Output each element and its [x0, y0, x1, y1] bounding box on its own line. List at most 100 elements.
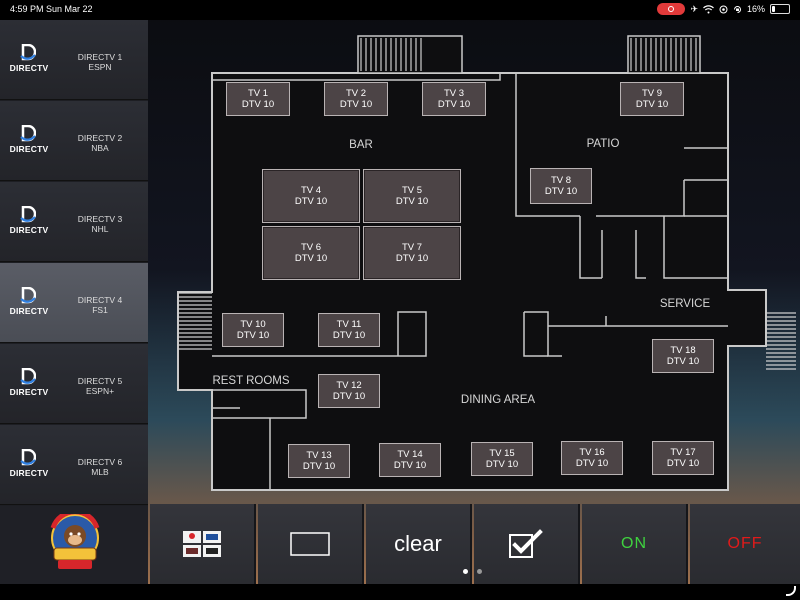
directv-logo: DIRECTV [6, 287, 52, 319]
directv-logo: DIRECTV [6, 206, 52, 238]
interior-walls [212, 73, 728, 490]
directv-logo: DIRECTV [6, 368, 52, 400]
page-indicator[interactable] [463, 569, 482, 574]
screen-record-icon[interactable] [657, 3, 686, 15]
tv-source: DTV 10 [393, 460, 427, 471]
tv-source: DTV 10 [241, 99, 275, 110]
channel-logos-button[interactable] [150, 504, 256, 584]
directv-logo-text: DIRECTV [9, 306, 49, 316]
lock-rotation-icon [733, 5, 741, 13]
status-date: Sun Mar 22 [46, 4, 93, 14]
tv-source: DTV 10 [635, 99, 669, 110]
area-label-rest-rooms: REST ROOMS [212, 375, 289, 387]
stairs-right [766, 310, 796, 370]
tv-source: DTV 10 [575, 458, 609, 469]
tv-source: DTV 10 [395, 253, 429, 264]
airplane-icon: ✈ [690, 4, 698, 14]
tv-label: TV 7 [401, 242, 423, 253]
directv-logo-text: DIRECTV [9, 468, 49, 478]
checkbox-checked-icon [509, 529, 543, 558]
brand-logo-tile [0, 506, 148, 584]
off-label: OFF [727, 535, 763, 552]
tv-label: TV 10 [240, 319, 266, 330]
channel-name: DIRECTV 3 [77, 214, 123, 224]
tv-label: TV 4 [300, 185, 322, 196]
building-floor [177, 72, 767, 491]
page-dot-2[interactable] [477, 569, 482, 574]
channel-name: DIRECTV 6 [77, 457, 123, 467]
tv-source: DTV 10 [332, 391, 366, 402]
directv-logo-text: DIRECTV [9, 63, 49, 73]
directv-icon [20, 125, 36, 142]
tv-label: TV 8 [550, 175, 572, 186]
select-all-button[interactable] [474, 504, 580, 584]
network-logos-icon [183, 531, 221, 557]
bottom-bar [0, 584, 800, 600]
directv-icon [20, 206, 36, 223]
tv-source: DTV 10 [339, 99, 373, 110]
area-label-patio: PATIO [587, 138, 620, 150]
corner-indicator [786, 586, 796, 596]
on-label: ON [621, 535, 647, 552]
page-dot-1[interactable] [463, 569, 468, 574]
tv-label: TV 16 [579, 447, 605, 458]
tv-label: TV 14 [397, 449, 423, 460]
channel-network: ESPN+ [85, 386, 115, 396]
power-off-button[interactable]: OFF [690, 504, 800, 584]
tv-label: TV 1 [247, 88, 269, 99]
directv-icon [20, 368, 36, 385]
directv-logo-text: DIRECTV [9, 387, 49, 397]
directv-logo: DIRECTV [6, 125, 52, 157]
tv-source: DTV 10 [544, 186, 578, 197]
status-indicators: ✈ 16% [657, 3, 790, 15]
wifi-icon [703, 4, 714, 13]
stairs-left [178, 292, 212, 350]
tv-source: DTV 10 [666, 458, 700, 469]
tv-source: DTV 10 [236, 330, 270, 341]
directv-logo-text: DIRECTV [9, 225, 49, 235]
location-icon [719, 5, 728, 13]
tv-source: DTV 10 [666, 356, 700, 367]
clear-button[interactable]: clear [366, 504, 472, 584]
channel-name: DIRECTV 2 [77, 133, 123, 143]
channel-name: DIRECTV 5 [77, 376, 123, 386]
tv-label: TV 18 [670, 345, 696, 356]
directv-logo-text: DIRECTV [9, 144, 49, 154]
tv-label: TV 3 [443, 88, 465, 99]
tv-label: TV 17 [670, 447, 696, 458]
tv-label: TV 12 [336, 380, 362, 391]
directv-icon [20, 44, 36, 61]
select-area-button[interactable] [258, 504, 364, 584]
tv-label: TV 9 [641, 88, 663, 99]
tv-label: TV 2 [345, 88, 367, 99]
channel-network: NHL [91, 224, 109, 234]
power-on-button[interactable]: ON [582, 504, 688, 584]
